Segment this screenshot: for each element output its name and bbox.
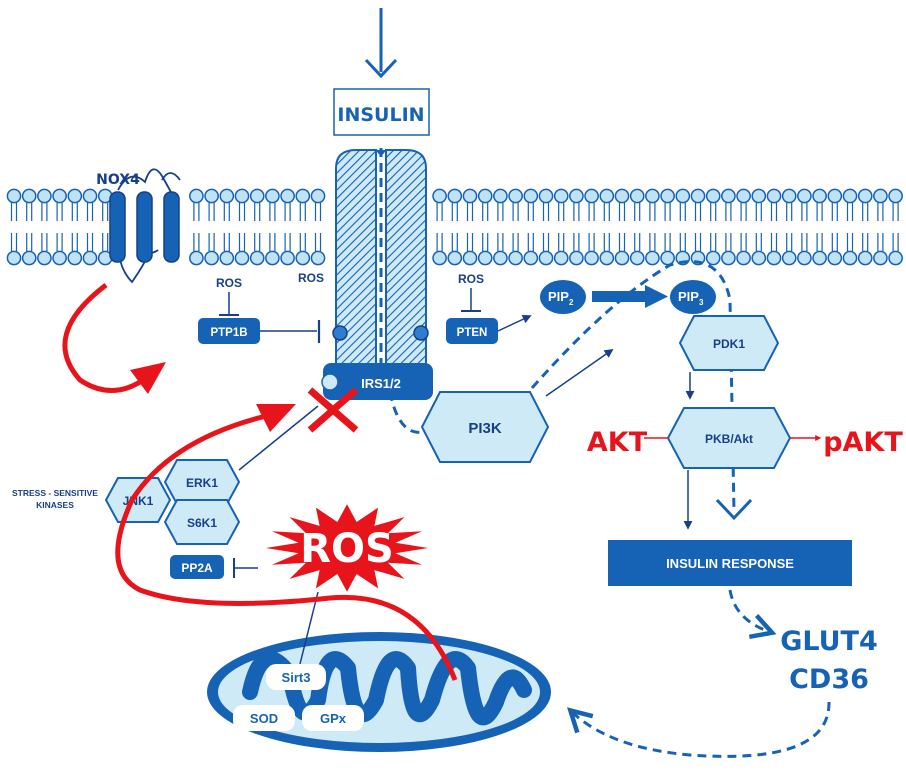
svg-text:PIP3: PIP3 xyxy=(678,289,704,307)
s6k1-label: S6K1 xyxy=(187,516,217,530)
pdk1-label: PDK1 xyxy=(713,337,745,351)
stress-kinases-label-line2: KINASES xyxy=(36,500,74,510)
sirt3-label: Sirt3 xyxy=(282,670,311,685)
mitochondrion-icon xyxy=(207,632,551,752)
insulin-response-label: INSULIN RESPONSE xyxy=(666,556,794,571)
cell-membrane xyxy=(6,188,903,266)
red-arrowhead-ros xyxy=(256,404,296,432)
insulin-label: INSULIN xyxy=(337,104,424,126)
pakt-label: pAKT xyxy=(823,427,903,458)
pip2-subscript: 2 xyxy=(569,298,574,307)
ros-label-receptor: ROS xyxy=(298,271,324,285)
red-arrowhead-nox4 xyxy=(130,362,166,394)
insulin-arrow-icon xyxy=(364,8,398,79)
ros-burst-label: ROS xyxy=(300,526,394,572)
ros-label-pten: ROS xyxy=(458,272,484,286)
jnk1-node: JNK1 xyxy=(104,477,172,523)
pip2-label: PIP xyxy=(548,289,569,304)
pdk1-node: PDK1 xyxy=(678,315,780,371)
ptp1b-label: PTP1B xyxy=(210,327,247,339)
s6k1-node: S6K1 xyxy=(163,499,241,545)
phospho-site-left xyxy=(332,325,348,341)
pkb-akt-label: PKB/Akt xyxy=(705,432,753,446)
irs-node: IRS1/2 xyxy=(321,363,433,400)
ptp1b-node: PTP1B xyxy=(198,318,260,344)
pi3k-node: PI3K xyxy=(420,391,550,463)
insulin-response-box: INSULIN RESPONSE xyxy=(608,540,852,586)
insulin-receptor xyxy=(332,148,429,375)
erk1-label: ERK1 xyxy=(186,476,218,490)
pi3k-label: PI3K xyxy=(468,420,502,437)
cd36-label: CD36 xyxy=(789,664,869,695)
ros-burst: ROS xyxy=(265,504,429,592)
nox4-label: NOX4 xyxy=(96,172,140,188)
pkb-akt-node: PKB/Akt xyxy=(666,407,792,469)
pip2-to-pip3-arrow xyxy=(592,285,668,308)
pp2a-node: PP2A xyxy=(170,555,224,579)
gpx-badge: GPx xyxy=(302,705,364,731)
nox4-channel-icon xyxy=(109,168,181,284)
pp2a-label: PP2A xyxy=(181,561,213,575)
pip3-subscript: 3 xyxy=(699,298,704,307)
pten-label: PTEN xyxy=(457,327,488,339)
pten-node: PTEN xyxy=(446,318,498,344)
dashed-arrow-head xyxy=(715,498,753,521)
akt-label: AKT xyxy=(587,427,648,458)
irs-label: IRS1/2 xyxy=(361,376,401,391)
svg-text:PIP2: PIP2 xyxy=(548,289,574,307)
glut4-label: GLUT4 xyxy=(780,626,878,657)
erk1-node: ERK1 xyxy=(163,459,241,505)
red-cross-icon xyxy=(307,387,359,433)
pip3-label: PIP xyxy=(678,289,699,304)
pip2-node: PIP2 xyxy=(540,280,586,314)
pip3-node: PIP3 xyxy=(670,280,716,314)
phospho-site-right xyxy=(413,325,429,341)
stress-kinases-label-line1: STRESS - SENSITIVE xyxy=(12,488,98,498)
insulin-box: INSULIN xyxy=(333,88,430,136)
gpx-label: GPx xyxy=(320,711,347,726)
sod-badge: SOD xyxy=(233,705,295,731)
sod-label: SOD xyxy=(250,711,278,726)
ros-label-ptp1b: ROS xyxy=(216,276,242,290)
sirt3-badge: Sirt3 xyxy=(266,664,326,690)
